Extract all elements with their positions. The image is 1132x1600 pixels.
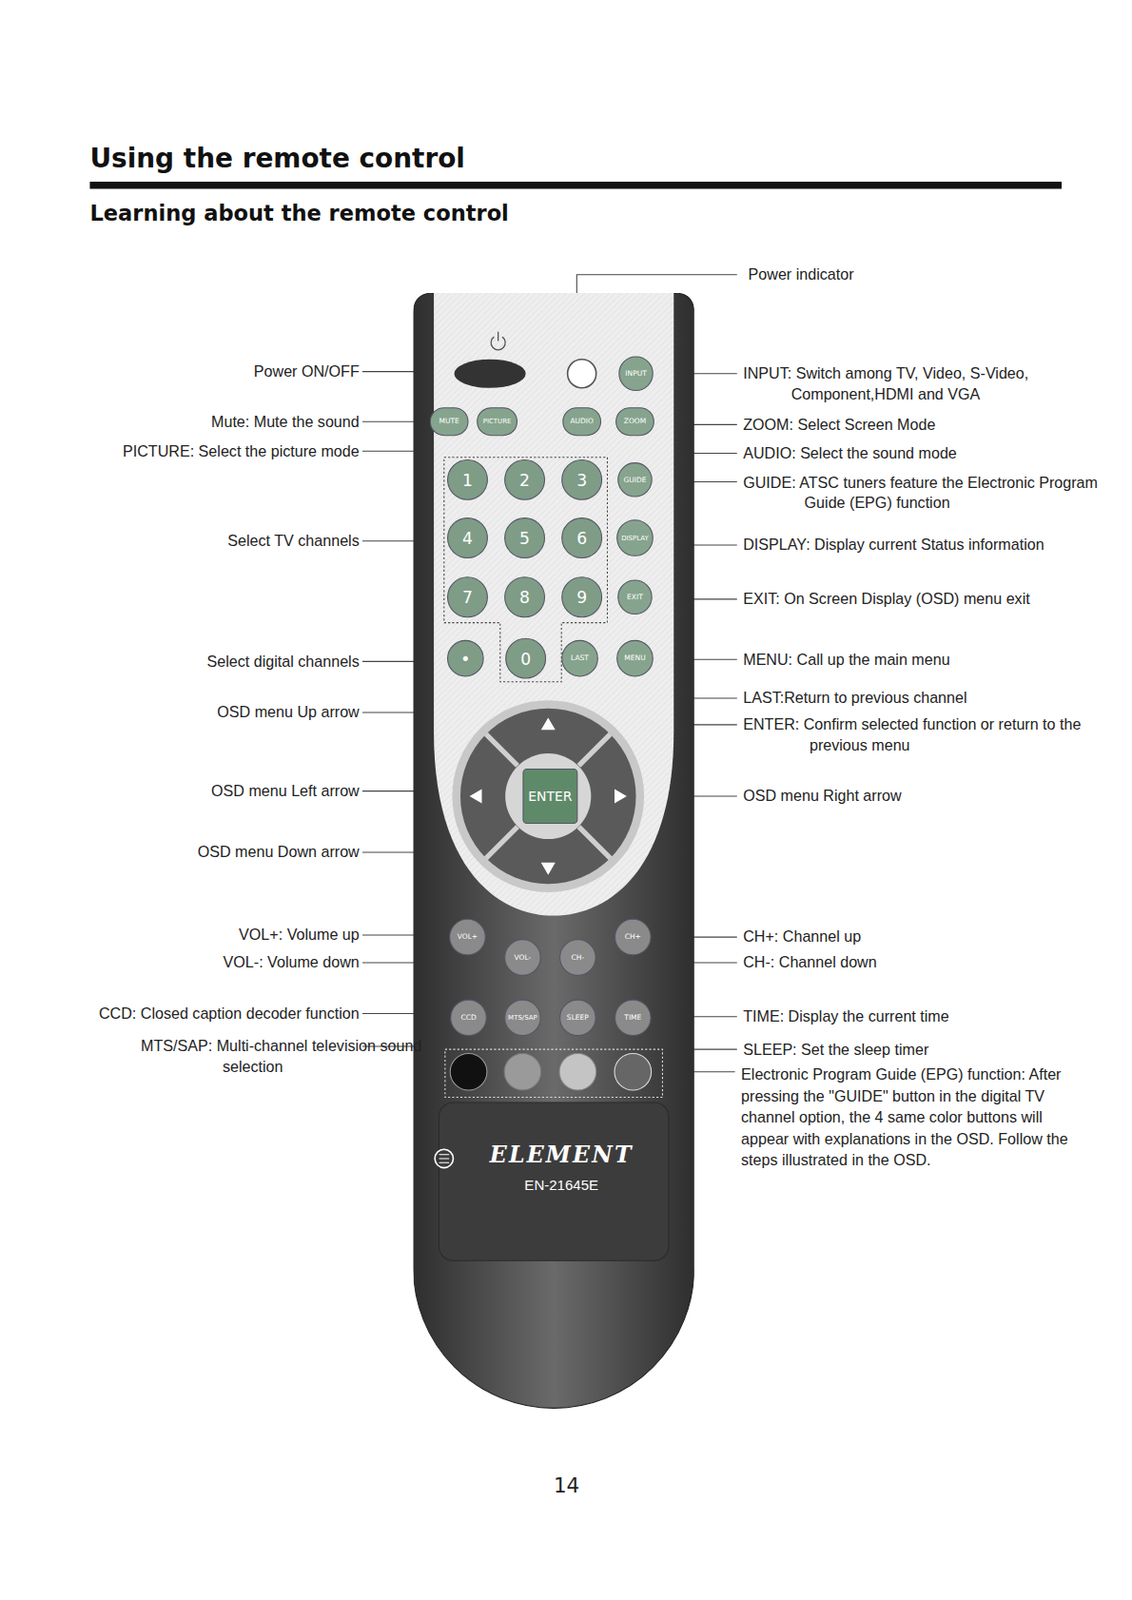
callout: OSD menu Left arrow: [135, 780, 360, 801]
epg-note: Electronic Program Guide (EPG) function:…: [741, 1063, 1078, 1172]
mute-button: MUTE: [429, 407, 469, 436]
callout: GUIDE: ATSC tuners feature the Electroni…: [742, 472, 1132, 514]
model-number: EN-21645E: [454, 1176, 669, 1193]
button-label: PICTURE: [483, 417, 512, 427]
page-title: Using the remote control: [89, 142, 466, 174]
button-label: 9: [576, 587, 587, 607]
callout: Mute: Mute the sound: [103, 410, 359, 431]
callout: PICTURE: Select the picture mode: [53, 441, 360, 462]
callout: AUDIO: Select the sound mode: [742, 443, 1050, 464]
title-rule: [89, 181, 1062, 190]
ccd-button: CCD: [449, 999, 488, 1037]
button-label: MENU: [624, 654, 645, 664]
button-label: MUTE: [439, 417, 460, 427]
digit-button: 8: [504, 576, 546, 618]
callout: LAST:Return to previous channel: [742, 687, 1050, 708]
vol-down-button: VOL-: [504, 938, 542, 976]
button-label: •: [460, 648, 470, 668]
guide-button: GUIDE: [617, 462, 652, 497]
digit-button: 2: [504, 459, 546, 501]
callout: OSD menu Down arrow: [135, 841, 360, 862]
digit-button: 5: [504, 517, 546, 559]
button-label: VOL-: [514, 953, 532, 962]
button-label: GUIDE: [623, 475, 646, 485]
callout: OSD menu Up arrow: [135, 702, 360, 723]
digit-button: 3: [561, 459, 603, 501]
audio-button: AUDIO: [562, 407, 602, 436]
callout: EXIT: On Screen Display (OSD) menu exit: [742, 588, 1091, 609]
section-heading: Learning about the remote control: [89, 200, 508, 226]
button-label: TIME: [624, 1014, 642, 1023]
input-button: INPUT: [618, 356, 653, 391]
digit-button: 7: [447, 576, 488, 618]
page-number: 14: [526, 1472, 608, 1498]
callout: Power ON/OFF: [155, 361, 360, 382]
callout: OSD menu Right arrow: [742, 785, 989, 806]
callout: TIME: Display the current time: [742, 1006, 1050, 1027]
callout: ZOOM: Select Screen Mode: [742, 414, 1050, 435]
callout: DISPLAY: Display current Status informat…: [742, 534, 1091, 555]
callout: CH-: Channel down: [742, 952, 989, 973]
callout: Select TV channels: [135, 530, 360, 551]
button-label: INPUT: [624, 369, 646, 378]
time-button: TIME: [614, 999, 652, 1037]
button-label: SLEEP: [566, 1014, 589, 1023]
callout: SLEEP: Set the sleep timer: [742, 1038, 1050, 1059]
digit-button: 6: [561, 517, 603, 559]
digit-button: 4: [447, 517, 488, 559]
button-label: ZOOM: [624, 417, 646, 427]
digit-button: 0: [505, 638, 547, 680]
button-label: MTS/SAP: [507, 1014, 538, 1023]
mts-sap-button: MTS/SAP: [504, 999, 542, 1037]
remote-illustration: [413, 292, 695, 1409]
vol-up-button: VOL+: [448, 918, 487, 957]
button-label: 4: [462, 527, 473, 547]
button-label: EXIT: [626, 592, 644, 602]
button-label: 5: [519, 527, 530, 547]
button-label: ENTER: [527, 788, 572, 804]
button-label: 7: [462, 587, 473, 607]
callout: CCD: Closed caption decoder function: [22, 1003, 360, 1024]
dot-button: •: [447, 640, 485, 678]
remote-body: ELEMENT EN-21645E INPUT MUTE PICTURE AUDIO ZOO…: [413, 292, 695, 1409]
exit-button: EXIT: [617, 580, 652, 615]
callout: Select digital channels: [103, 651, 359, 672]
button-label: LAST: [570, 654, 589, 664]
enter-button: ENTER: [522, 768, 578, 824]
digit-button: 1: [447, 459, 488, 501]
callout: CH+: Channel up: [742, 926, 989, 947]
picture-button: PICTURE: [476, 407, 518, 436]
callout: Power indicator: [748, 264, 954, 285]
sleep-button: SLEEP: [559, 999, 597, 1037]
callout: VOL-: Volume down: [135, 952, 360, 973]
button-label: 2: [519, 469, 530, 489]
button-label: 6: [576, 527, 587, 547]
brand-logo: ELEMENT: [454, 1141, 669, 1169]
button-label: DISPLAY: [621, 533, 649, 543]
callout: INPUT: Switch among TV, Video, S-Video, …: [742, 363, 1129, 405]
digit-button: 9: [561, 576, 603, 618]
ch-down-button: CH-: [559, 938, 597, 976]
last-button: LAST: [561, 640, 599, 678]
button-label: 1: [462, 469, 473, 489]
button-label: 0: [520, 648, 531, 668]
callout: VOL+: Volume up: [135, 924, 360, 945]
button-label: 3: [576, 469, 587, 489]
zoom-button: ZOOM: [615, 407, 655, 436]
button-label: CH-: [571, 953, 586, 962]
button-label: CCD: [460, 1014, 476, 1023]
callout: ENTER: Confirm selected function or retu…: [742, 714, 1091, 756]
ch-up-button: CH+: [614, 918, 652, 957]
menu-button: MENU: [616, 640, 654, 678]
callout: MTS/SAP: Multi-channel television sound …: [140, 1035, 444, 1077]
button-label: 8: [519, 587, 530, 607]
display-button: DISPLAY: [616, 519, 654, 557]
button-label: AUDIO: [569, 417, 594, 427]
button-label: CH+: [624, 933, 642, 942]
callout: MENU: Call up the main menu: [742, 648, 1050, 669]
button-label: VOL+: [457, 933, 478, 942]
